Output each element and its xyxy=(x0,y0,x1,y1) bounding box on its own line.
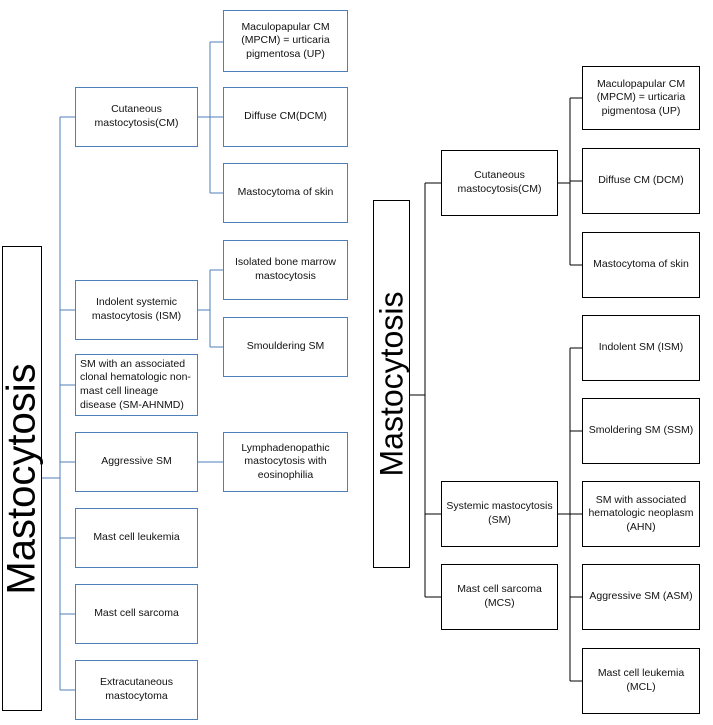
right-child-smoldering: Smoldering SM (SSM) xyxy=(582,398,700,464)
right-child-sm-ahn: SM with associated hematologic neoplasm … xyxy=(582,481,700,547)
left-category-ism: Indolent systemic mastocytosis (ISM) xyxy=(75,280,198,340)
right-category-mast-cell-sarcoma: Mast cell sarcoma (MCS) xyxy=(441,564,558,630)
right-root-box: Mastocytosis xyxy=(373,200,410,568)
left-category-cutaneous: Cutaneous mastocytosis(CM) xyxy=(75,87,198,147)
right-root-label: Mastocytosis xyxy=(373,291,409,477)
right-category-cutaneous: Cutaneous mastocytosis(CM) xyxy=(441,150,558,216)
right-child-indolent: Indolent SM (ISM) xyxy=(582,315,700,381)
left-category-mast-cell-leukemia: Mast cell leukemia xyxy=(75,508,198,568)
right-category-systemic: Systemic mastocytosis (SM) xyxy=(441,481,558,547)
left-child-smouldering: Smouldering SM xyxy=(223,317,348,377)
left-child-maculopapular: Maculopapular CM (MPCM) = urticaria pigm… xyxy=(223,10,348,72)
left-child-mastocytoma-skin: Mastocytoma of skin xyxy=(223,163,348,223)
left-child-isolated-bone-marrow: Isolated bone marrow mastocytosis xyxy=(223,240,348,300)
left-root-box: Mastocytosis xyxy=(0,246,44,711)
right-child-maculopapular: Maculopapular CM (MPCM) = urticaria pigm… xyxy=(582,66,700,130)
left-category-extracutaneous: Extracutaneous mastocytoma xyxy=(75,660,198,720)
left-child-diffuse: Diffuse CM(DCM) xyxy=(223,87,348,147)
left-child-lymphadenopathic: Lymphadenopathic mastocytosis with eosin… xyxy=(223,432,348,492)
left-category-sm-ahnmd: SM with an associated clonal hematologic… xyxy=(75,354,198,416)
left-category-aggressive: Aggressive SM xyxy=(75,432,198,492)
right-child-mastocytoma-skin: Mastocytoma of skin xyxy=(582,232,700,298)
right-child-diffuse: Diffuse CM (DCM) xyxy=(582,148,700,214)
left-root-label: Mastocytosis xyxy=(0,362,44,595)
right-child-aggressive: Aggressive SM (ASM) xyxy=(582,564,700,630)
right-child-mast-cell-leukemia: Mast cell leukemia (MCL) xyxy=(582,648,700,714)
left-category-mast-cell-sarcoma: Mast cell sarcoma xyxy=(75,584,198,644)
